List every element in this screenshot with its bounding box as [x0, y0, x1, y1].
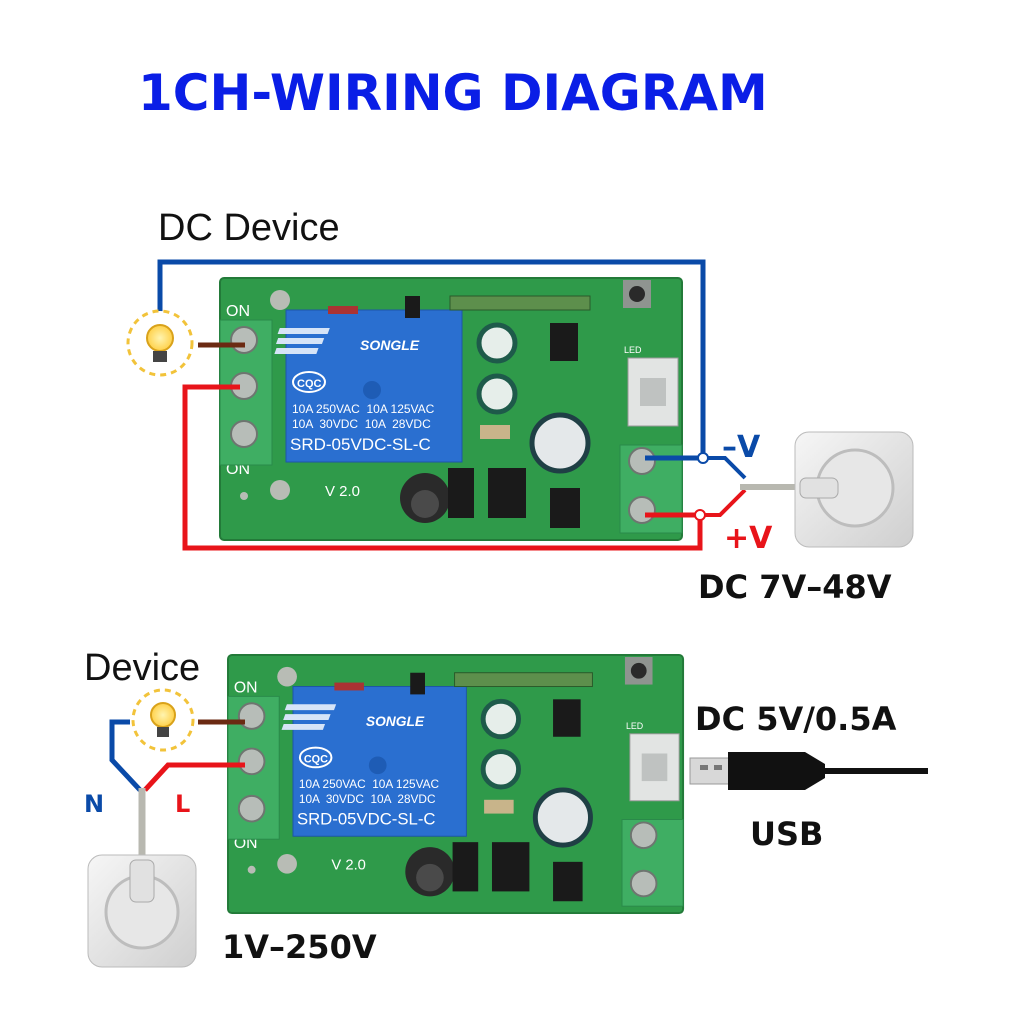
screw-icon — [230, 420, 258, 448]
negative-wire — [157, 259, 706, 461]
relay-brand: SONGLE — [366, 714, 425, 729]
usb-spec-label: DC 5V/0.5A — [695, 700, 897, 738]
neutral-wire — [109, 719, 142, 792]
screw-icon — [237, 747, 266, 776]
dc-device-label: DC Device — [158, 207, 340, 249]
wall-socket-plug — [794, 431, 914, 548]
neutral-label: N — [84, 790, 104, 818]
relay-board: ON ON V 2.0 SONGLE CQC 10A 250VAC 10A 12… — [227, 654, 685, 915]
screw-icon — [628, 496, 656, 524]
on-label: ON — [226, 303, 250, 320]
relay-rating-2: 10A 30VDC 10A 28VDC — [292, 417, 431, 431]
relay-rating-1: 10A 250VAC 10A 125VAC — [292, 402, 435, 416]
positive-wire — [182, 384, 703, 551]
device-label: Device — [84, 647, 200, 689]
light-bulb-icon — [126, 309, 194, 377]
cqc-mark: CQC — [297, 378, 322, 390]
screw-icon — [629, 869, 658, 898]
dc-supply-label: DC 7V–48V — [698, 568, 892, 606]
cqc-mark: CQC — [304, 753, 328, 765]
relay-board: ON ON V 2.0 SONGLE CQC 10A 250VAC 10A 12… — [219, 277, 683, 541]
relay-rating-2: 10A 30VDC 10A 28VDC — [299, 792, 436, 806]
relay-model: SRD-05VDC-SL-C — [290, 435, 431, 454]
page-title: 1CH-WIRING DIAGRAM — [138, 64, 768, 122]
screw-icon — [629, 821, 658, 850]
live-wire — [143, 762, 245, 792]
usb-label: USB — [750, 815, 823, 853]
ac-voltage-label: 1V–250V — [222, 928, 377, 966]
version-label: V 2.0 — [331, 858, 365, 874]
version-label: V 2.0 — [325, 483, 360, 500]
plus-v-label: +V — [724, 521, 773, 556]
relay-board-2: ON ON V 2.0 SONGLE CQC 10A 250VAC 10A 12… — [227, 654, 685, 915]
relay-rating-1: 10A 250VAC 10A 125VAC — [299, 777, 440, 791]
led-label: LED — [626, 721, 643, 731]
wall-socket-plug — [87, 854, 197, 968]
on-label: ON — [234, 679, 258, 696]
led-label: LED — [624, 345, 642, 355]
light-bulb-icon — [131, 688, 195, 752]
screw-icon — [230, 326, 258, 354]
screw-icon — [237, 794, 266, 823]
minus-v-label: –V — [722, 430, 761, 465]
relay-brand: SONGLE — [360, 337, 420, 353]
live-label: L — [175, 790, 190, 818]
screw-icon — [237, 702, 266, 730]
relay-model: SRD-05VDC-SL-C — [297, 809, 436, 828]
screw-icon — [628, 447, 656, 475]
usb-cable — [689, 752, 928, 790]
